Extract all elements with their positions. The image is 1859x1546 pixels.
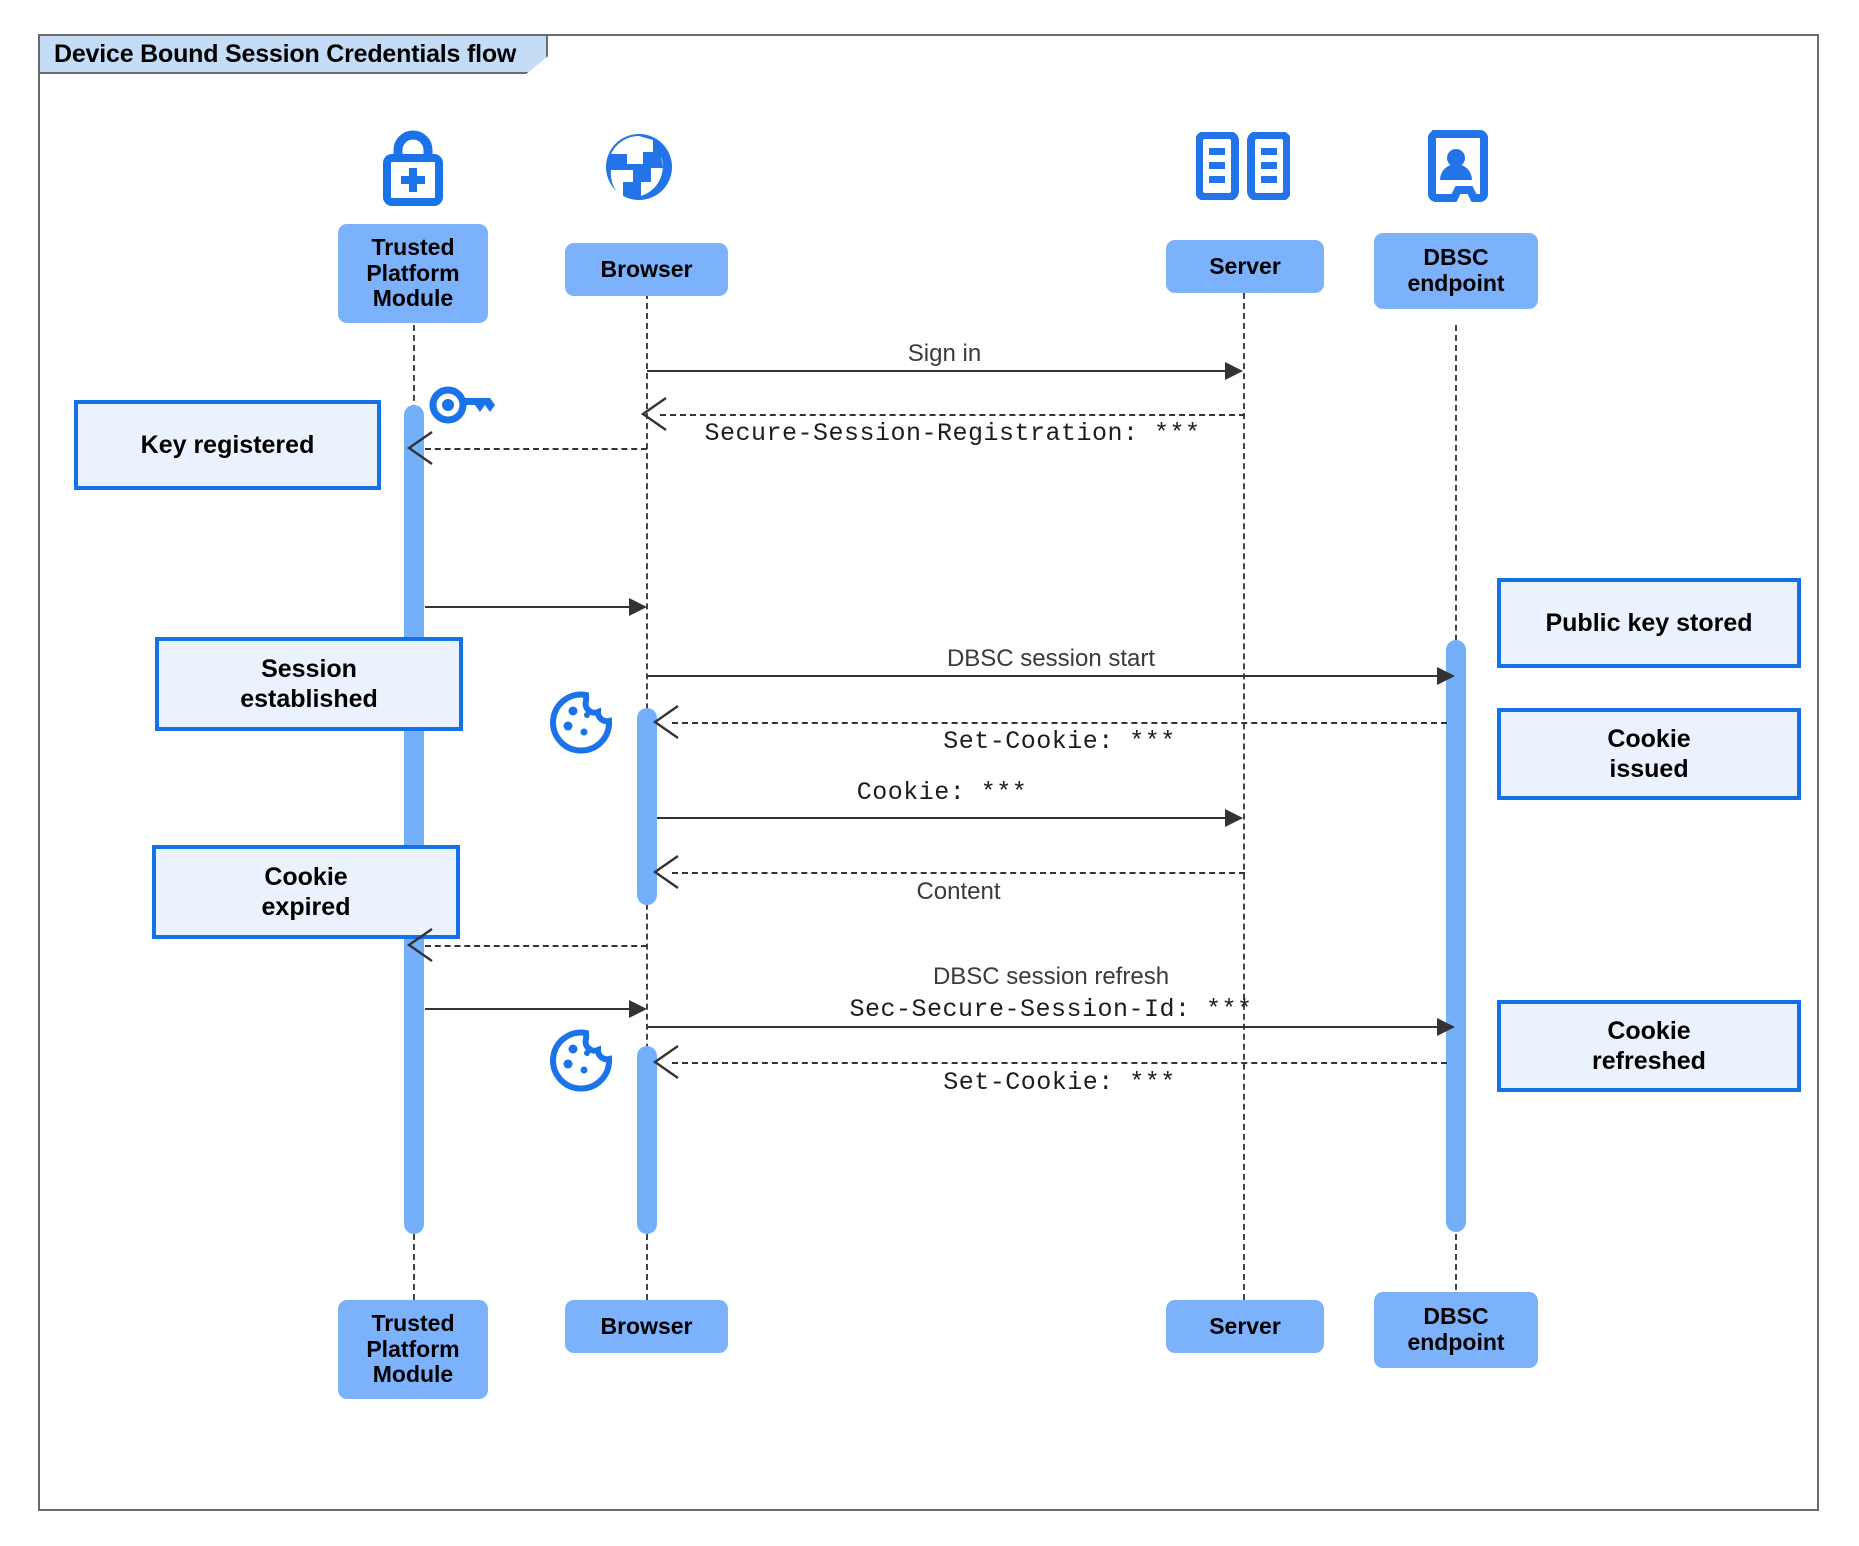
message-label-secure-session-registration: Secure-Session-Registration: *** [704,419,1201,448]
note-text: Public key stored [1545,608,1753,637]
participant-label-line2: Platform [366,1335,460,1362]
participant-label-line1: DBSC [1423,1303,1489,1330]
activation-bar-dbsc [1446,640,1466,1232]
participant-tpm-bottom[interactable]: Trusted Platform Module [338,1300,488,1399]
message-line-set-cookie-2 [672,1062,1447,1064]
message-label-dbsc-session-refresh: DBSC session refresh [932,963,1170,990]
server-rack-icon [1195,131,1291,205]
message-label-content: Content [916,878,1001,905]
participant-tpm-top[interactable]: Trusted Platform Module [338,224,488,323]
note-text-line2: established [240,685,378,713]
key-icon [428,382,500,433]
participant-browser-top[interactable]: Browser [565,243,728,296]
participant-label-line3: Module [372,1361,454,1388]
id-badge-icon [1424,130,1488,211]
message-arrowhead-sign-in [1225,362,1243,380]
participant-label-line1: Server [1209,252,1281,279]
message-line-secure-session-registration [660,414,1245,416]
message-line-cookie [657,817,1225,819]
note-text-line1: Cookie [264,862,348,891]
message-line-tpm-to-browser [425,606,629,608]
activation-bar-browser-1 [637,708,657,905]
participant-browser-bottom[interactable]: Browser [565,1300,728,1353]
message-label-cookie: Cookie: *** [856,778,1028,807]
cookie-icon-1 [548,690,614,761]
participant-label-line1: Browser [600,1312,693,1339]
diagram-title: Device Bound Session Credentials flow [38,34,548,74]
message-line-browser-to-tpm-expired [425,945,647,947]
message-label-dbsc-session-start: DBSC session start [946,645,1156,672]
note-text-line2: issued [1609,755,1689,783]
note-text-line2: refreshed [1592,1047,1706,1075]
message-arrowhead-tpm-to-browser [629,598,647,616]
activation-bar-browser-2 [637,1046,657,1234]
participant-label-line3: Module [372,285,454,312]
participant-dbsc-bottom[interactable]: DBSC endpoint [1374,1292,1538,1368]
note-key-registered: Key registered [74,400,381,490]
lock-plus-icon [370,128,456,211]
activation-bar-tpm [404,405,424,1234]
message-label-set-cookie-2: Set-Cookie: *** [943,1068,1176,1097]
message-arrowhead-tpm-to-browser-refresh [629,1000,647,1018]
participant-label-line2: Platform [366,259,460,286]
participant-label-line1: Trusted [371,1309,455,1336]
message-line-sec-secure-session-id [647,1026,1437,1028]
message-arrowhead-dbsc-session-start [1437,667,1455,685]
message-line-content [672,872,1245,874]
participant-server-top[interactable]: Server [1166,240,1324,293]
participant-server-bottom[interactable]: Server [1166,1300,1324,1353]
note-session-established: Session established [155,637,463,731]
participant-label-line1: Server [1209,1312,1281,1339]
note-text-line1: Cookie [1607,724,1691,753]
message-line-dbsc-session-start [647,675,1437,677]
participant-label-line2: endpoint [1407,1329,1505,1355]
message-arrowhead-sec-secure-session-id [1437,1018,1455,1036]
globe-icon [598,126,680,213]
note-text-line2: expired [261,893,351,921]
note-cookie-refreshed: Cookie refreshed [1497,1000,1801,1092]
participant-label-line1: Browser [600,255,693,282]
message-line-set-cookie-1 [672,722,1447,724]
participant-dbsc-top[interactable]: DBSC endpoint [1374,233,1538,309]
message-line-tpm-key-return [425,448,647,450]
lifeline-server [1243,283,1245,1300]
note-cookie-issued: Cookie issued [1497,708,1801,800]
note-text-line1: Cookie [1607,1016,1691,1045]
note-text-line1: Session [261,654,357,683]
message-line-sign-in [647,370,1225,372]
cookie-icon-2 [548,1028,614,1099]
message-label-sec-secure-session-id: Sec-Secure-Session-Id: *** [849,995,1253,1024]
note-cookie-expired: Cookie expired [152,845,460,939]
participant-label-line1: DBSC [1423,244,1489,271]
note-text: Key registered [140,430,315,459]
participant-label-line1: Trusted [371,233,455,260]
message-label-set-cookie-1: Set-Cookie: *** [943,727,1176,756]
message-line-tpm-to-browser-refresh [425,1008,629,1010]
participant-label-line2: endpoint [1407,270,1505,296]
note-public-key-stored: Public key stored [1497,578,1801,668]
message-label-sign-in: Sign in [907,340,982,367]
message-arrowhead-cookie [1225,809,1243,827]
